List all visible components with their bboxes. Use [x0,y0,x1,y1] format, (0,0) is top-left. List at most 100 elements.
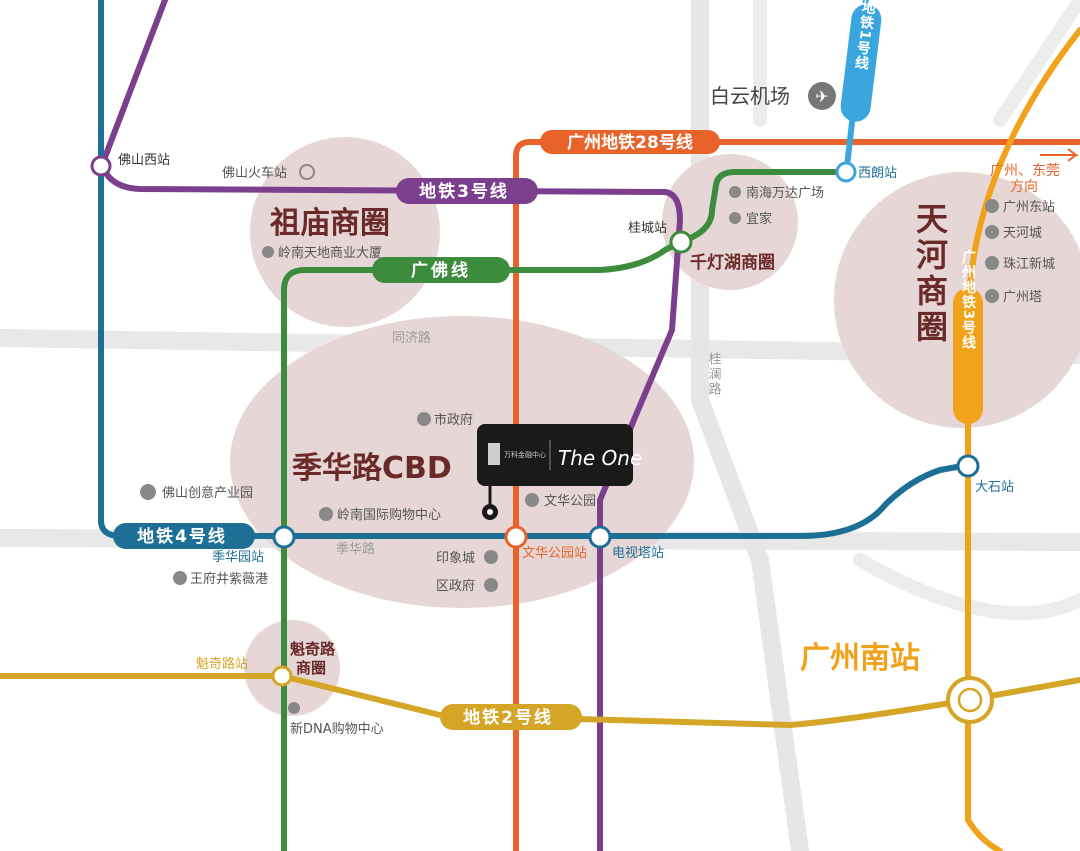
station-tv-tower-icon[interactable] [588,525,612,549]
poi-city-gov-label: 市政府 [434,412,473,428]
mall-icon-6 [288,702,300,714]
station-foshan-west-label: 佛山西站 [118,153,170,168]
zone-kuiqi-label-1: 魁奇路 [290,640,336,658]
station-gz-south-label: 广州南站 [800,641,920,676]
station-guicheng-icon[interactable] [669,230,693,254]
road-jihua-label: 季华路 [336,541,375,557]
poi-yinxiangcheng-label: 印象城 [436,551,475,566]
project-brand-label: 万科金融中心 [504,450,546,459]
train-icon [299,164,315,180]
guangfo-name: 广佛线 [411,260,471,281]
poi-tianhe-city-label: 天河城 [1003,226,1042,241]
zone-kuiqi [244,620,340,716]
mall-icon-4 [484,550,498,564]
zone-kuiqi-label-2: 商圈 [296,659,326,677]
station-xilang-icon[interactable] [835,161,857,183]
poi-lingnan-mall-label: 岭南国际购物中心 [337,507,441,523]
project-name-label: The One [558,446,642,470]
mall-icon-2 [985,225,999,239]
line-4-name: 地铁4号线 [137,526,227,547]
road-tongji-label: 同济路 [392,330,431,346]
label-line-4: 地铁4号线 [113,523,255,549]
location-pin-dot [487,509,493,515]
label-line-2: 地铁2号线 [440,704,582,730]
station-jihuayuan-label: 季华园站 [212,550,264,565]
gov-icon-2 [484,578,498,592]
road-labels: 同济路 季华路 桂澜路 [336,330,721,557]
station-wenhua-park-label: 文华公园站 [522,546,587,561]
shop-icon [729,212,741,224]
line-28-path [513,139,1080,851]
station-kuiqi-icon[interactable] [271,665,293,687]
poi-lingnan-label: 岭南天地商业大厦 [278,245,382,261]
station-dashi-label: 大石站 [975,480,1014,495]
poi-zhujiang-label: 珠江新城 [1003,256,1055,272]
station-markers [90,155,994,724]
line-2-path [0,673,1080,728]
station-tv-tower-label: 电视塔站 [612,546,664,561]
station-gz-south-icon[interactable] [946,676,994,724]
station-wenhua-park-icon[interactable] [504,525,528,549]
park-icon-2 [525,493,539,507]
zone-qiandenghu [662,154,798,290]
poi-wenhua-gongyuan-label: 文华公园 [544,494,596,509]
mall-icon-5 [173,571,187,585]
line-3-path [99,0,683,851]
callout-box [477,424,633,486]
poi-airport-label: 白云机场 [710,84,790,108]
line-28-name: 广州地铁28号线 [567,132,693,153]
pois: 白云机场 ✈ 佛山火车站 岭南天地商业大厦 南海万达广场 宜家 广州东站 天河城… [140,82,1079,737]
line-3-gz-name: 广州地铁3号线 [960,249,977,351]
poi-canton-tower-label: 广州塔 [1003,290,1042,305]
poi-gz-east-label: 广州东站 [1003,200,1055,215]
poi-gz-dongguan-label: 广州、东莞 [990,163,1060,179]
label-line-28: 广州地铁28号线 [540,130,720,154]
poi-new-dna-label: 新DNA购物中心 [290,721,384,737]
poi-nanhai-wanda-label: 南海万达广场 [746,185,824,201]
zone-labels: 祖庙商圈 季华路CBD 天河商圈 千灯湖商圈 魁奇路 商圈 [270,202,949,677]
station-foshan-west-icon[interactable] [90,155,112,177]
zone-qiandenghu-label: 千灯湖商圈 [690,252,775,273]
line-2-name: 地铁2号线 [463,707,553,728]
line-4-path [98,0,971,539]
station-jihuayuan-icon[interactable] [272,525,296,549]
line-labels: 广州地铁28号线 广州地铁1号线 地铁3号线 广佛线 地铁4号线 地铁2号线 广… [113,0,983,730]
airplane-icon [808,82,836,110]
label-line-1: 广州地铁1号线 [840,0,881,122]
arrow-right-icon [1040,148,1079,162]
tower-icon [985,289,999,303]
station-poi-icon [985,199,999,213]
line-guangfo-path [281,169,849,851]
airplane-glyph: ✈ [815,87,828,106]
label-guangfo: 广佛线 [372,257,510,283]
project-callout[interactable]: 万科金融中心 The One [477,424,642,520]
poi-wangfu-label: 王府井紫薇港 [190,572,268,587]
poi-ikea-label: 宜家 [746,211,772,227]
poi-direction-label: 方向 [1010,179,1038,195]
zone-jihua-cbd-label: 季华路CBD [292,451,452,486]
label-line-3-gz: 广州地铁3号线 [953,249,983,424]
zone-zumiao-label: 祖庙商圈 [270,206,390,241]
road-bottom-curve [853,553,1080,621]
station-dashi-icon[interactable] [956,454,980,478]
road-guilan-label: 桂澜路 [706,352,722,397]
brand-logo-icon [488,443,500,465]
poi-foshan-train-label: 佛山火车站 [222,165,287,181]
station-kuiqi-road-label: 魁奇路站 [196,656,248,672]
line-orange-path [965,27,1080,851]
station-gz-south-inner-icon [957,687,983,713]
mall-icon-3 [319,507,333,521]
label-line-3: 地铁3号线 [396,178,538,204]
station-labels: 佛山西站 西朗站 桂城站 季华园站 文华公园站 电视塔站 大石站 魁奇路站 广州… [118,153,1014,676]
poi-foshan-creative-label: 佛山创意产业园 [162,485,253,501]
gov-icon [417,412,431,426]
mall-icon [729,186,741,198]
zone-tianhe-label: 天河商圈 [911,202,949,346]
city-icon [985,256,999,270]
station-xilang-label: 西朗站 [858,166,897,181]
building-icon [262,246,274,258]
road-right-curve [993,0,1080,127]
poi-district-gov-label: 区政府 [436,579,475,594]
